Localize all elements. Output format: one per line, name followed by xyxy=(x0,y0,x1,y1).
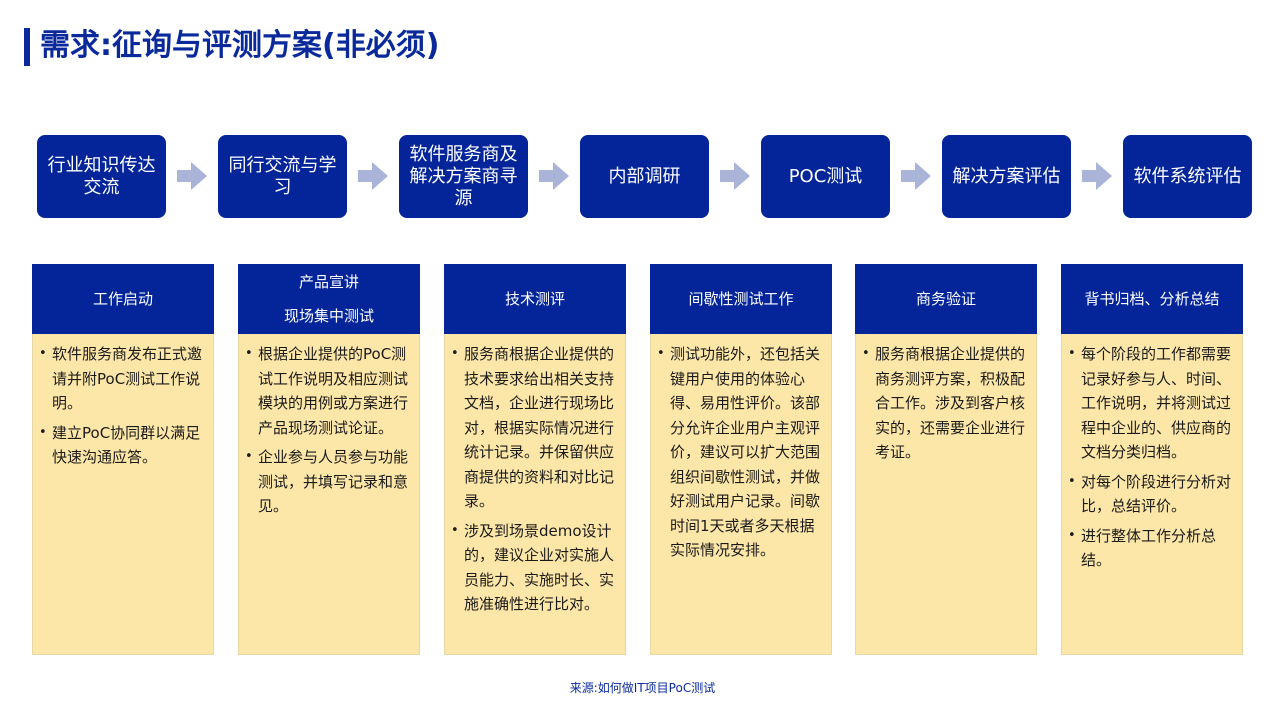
stage-card-list: 根据企业提供的PoC测试工作说明及相应测试模块的用例或方案进行产品现场测试论证。… xyxy=(245,342,411,519)
stage-card-heading: 工作启动 xyxy=(32,264,214,334)
right-arrow-icon xyxy=(358,162,388,190)
flow-step-4: 内部调研 xyxy=(580,135,709,218)
stage-card-heading-line: 背书归档、分析总结 xyxy=(1084,290,1220,308)
stage-card-1: 工作启动 软件服务商发布正式邀请并附PoC测试工作说明。 建立PoC协同群以满足… xyxy=(32,264,214,655)
stage-card-list: 服务商根据企业提供的商务测评方案，积极配合工作。涉及到客户核实的，还需要企业进行… xyxy=(862,342,1028,465)
stage-card-heading-line: 产品宣讲 xyxy=(298,273,359,291)
stage-card-heading-line: 工作启动 xyxy=(92,290,153,308)
stage-card-heading-line: 间歇性测试工作 xyxy=(688,290,794,308)
stage-card-heading-line: 商务验证 xyxy=(915,290,976,308)
stage-card-body: 每个阶段的工作都需要记录好参与人、时间、工作说明，并将测试过程中企业的、供应商的… xyxy=(1061,334,1243,655)
stage-card-6: 背书归档、分析总结 每个阶段的工作都需要记录好参与人、时间、工作说明，并将测试过… xyxy=(1061,264,1243,655)
stage-card-heading: 商务验证 xyxy=(855,264,1037,334)
list-item: 软件服务商发布正式邀请并附PoC测试工作说明。 xyxy=(39,342,205,416)
flow-step-label: 软件系统评估 xyxy=(1133,165,1242,187)
list-item: 涉及到场景demo设计的，建议企业对实施人员能力、实施时长、实施准确性进行比对。 xyxy=(451,519,617,617)
list-item: 对每个阶段进行分析对比，总结评价。 xyxy=(1068,470,1234,519)
stage-card-3: 技术测评 服务商根据企业提供的技术要求给出相关支持文档，企业进行现场比对，根据实… xyxy=(444,264,626,655)
flow-step-6: 解决方案评估 xyxy=(942,135,1071,218)
flow-step-label: 行业知识传达交流 xyxy=(47,154,156,198)
right-arrow-icon xyxy=(901,162,931,190)
stage-card-body: 测试功能外，还包括关键用户使用的体验心得、易用性评价。该部分允许企业用户主观评价… xyxy=(650,334,832,655)
flow-step-label: 同行交流与学习 xyxy=(228,154,337,198)
stage-card-heading: 产品宣讲 现场集中测试 xyxy=(238,264,420,334)
stage-card-list: 软件服务商发布正式邀请并附PoC测试工作说明。 建立PoC协同群以满足快速沟通应… xyxy=(39,342,205,470)
flow-step-2: 同行交流与学习 xyxy=(218,135,347,218)
right-arrow-icon xyxy=(720,162,750,190)
flow-step-label: 软件服务商及解决方案商寻源 xyxy=(409,143,518,209)
flow-step-3: 软件服务商及解决方案商寻源 xyxy=(399,135,528,218)
right-arrow-icon xyxy=(177,162,207,190)
list-item: 建立PoC协同群以满足快速沟通应答。 xyxy=(39,421,205,470)
stage-card-list: 测试功能外，还包括关键用户使用的体验心得、易用性评价。该部分允许企业用户主观评价… xyxy=(657,342,823,563)
stage-card-heading: 背书归档、分析总结 xyxy=(1061,264,1243,334)
flow-step-label: 解决方案评估 xyxy=(952,165,1061,187)
flow-step-label: 内部调研 xyxy=(608,165,681,187)
stage-card-body: 服务商根据企业提供的商务测评方案，积极配合工作。涉及到客户核实的，还需要企业进行… xyxy=(855,334,1037,655)
stage-card-list: 服务商根据企业提供的技术要求给出相关支持文档，企业进行现场比对，根据实际情况进行… xyxy=(451,342,617,617)
stage-card-4: 间歇性测试工作 测试功能外，还包括关键用户使用的体验心得、易用性评价。该部分允许… xyxy=(650,264,832,655)
list-item: 服务商根据企业提供的技术要求给出相关支持文档，企业进行现场比对，根据实际情况进行… xyxy=(451,342,617,514)
list-item: 测试功能外，还包括关键用户使用的体验心得、易用性评价。该部分允许企业用户主观评价… xyxy=(657,342,823,563)
list-item: 每个阶段的工作都需要记录好参与人、时间、工作说明，并将测试过程中企业的、供应商的… xyxy=(1068,342,1234,465)
flow-step-5: POC测试 xyxy=(761,135,890,218)
stage-card-body: 根据企业提供的PoC测试工作说明及相应测试模块的用例或方案进行产品现场测试论证。… xyxy=(238,334,420,655)
right-arrow-icon xyxy=(1082,162,1112,190)
flow-step-label: POC测试 xyxy=(788,165,863,187)
stage-card-heading-line: 技术测评 xyxy=(504,290,565,308)
stage-card-heading-line: 现场集中测试 xyxy=(283,307,374,325)
source-caption: 来源:如何做IT项目PoC测试 xyxy=(569,681,716,695)
right-arrow-icon xyxy=(539,162,569,190)
stage-card-heading: 技术测评 xyxy=(444,264,626,334)
stage-card-2: 产品宣讲 现场集中测试 根据企业提供的PoC测试工作说明及相应测试模块的用例或方… xyxy=(238,264,420,655)
page-title: 需求:征询与评测方案(非必须) xyxy=(40,28,440,63)
stage-card-body: 服务商根据企业提供的技术要求给出相关支持文档，企业进行现场比对，根据实际情况进行… xyxy=(444,334,626,655)
flow-step-1: 行业知识传达交流 xyxy=(37,135,166,218)
stage-card-heading: 间歇性测试工作 xyxy=(650,264,832,334)
list-item: 服务商根据企业提供的商务测评方案，积极配合工作。涉及到客户核实的，还需要企业进行… xyxy=(862,342,1028,465)
list-item: 企业参与人员参与功能测试，并填写记录和意见。 xyxy=(245,445,411,519)
list-item: 进行整体工作分析总结。 xyxy=(1068,524,1234,573)
stage-card-list: 每个阶段的工作都需要记录好参与人、时间、工作说明，并将测试过程中企业的、供应商的… xyxy=(1068,342,1234,573)
list-item: 根据企业提供的PoC测试工作说明及相应测试模块的用例或方案进行产品现场测试论证。 xyxy=(245,342,411,440)
stage-card-body: 软件服务商发布正式邀请并附PoC测试工作说明。 建立PoC协同群以满足快速沟通应… xyxy=(32,334,214,655)
title-accent-bar xyxy=(24,28,30,66)
flow-step-7: 软件系统评估 xyxy=(1123,135,1252,218)
stage-card-5: 商务验证 服务商根据企业提供的商务测评方案，积极配合工作。涉及到客户核实的，还需… xyxy=(855,264,1037,655)
